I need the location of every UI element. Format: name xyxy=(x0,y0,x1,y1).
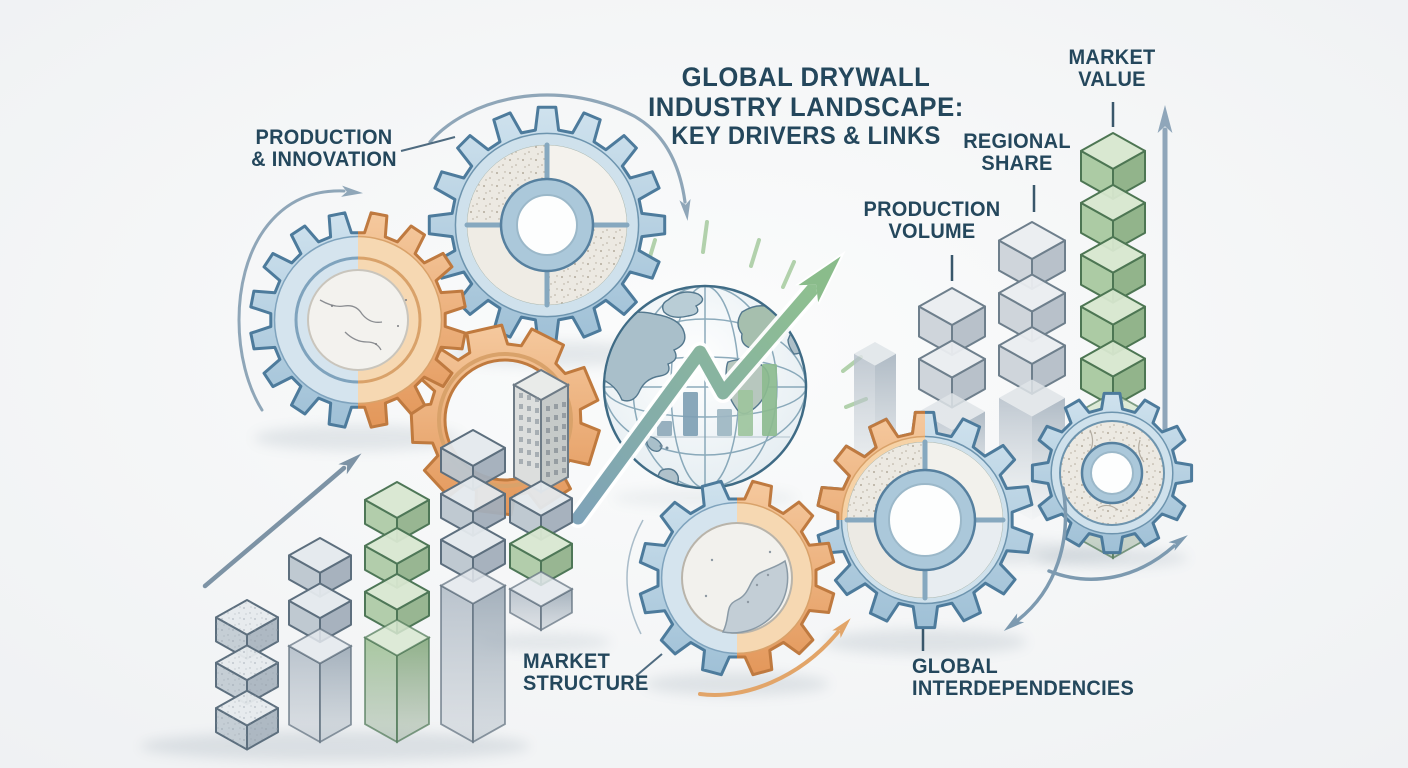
arrowhead xyxy=(341,185,363,197)
label-market-value: MARKET VALUE xyxy=(1068,47,1155,91)
arrowhead xyxy=(1168,535,1188,551)
label-regional-share: REGIONAL SHARE xyxy=(963,131,1071,175)
label-line: REGIONAL xyxy=(963,130,1071,153)
cube-stack-column-1 xyxy=(215,599,279,751)
arrowhead xyxy=(798,256,841,303)
cube xyxy=(918,339,986,409)
cube-base xyxy=(508,570,574,632)
cube xyxy=(1080,235,1146,304)
cube xyxy=(215,689,279,751)
arrowhead xyxy=(832,618,851,638)
map-disc-gear-icon xyxy=(638,479,836,677)
quarter-orange-gear-icon xyxy=(816,410,1034,630)
cube xyxy=(509,525,573,587)
label-line: VALUE xyxy=(1078,67,1146,91)
cube xyxy=(215,599,279,660)
label-line: MARKET xyxy=(523,650,611,673)
cube-stack-column-2 xyxy=(287,537,353,744)
arrowhead xyxy=(338,453,362,475)
cube-stack-column-4 xyxy=(439,429,507,744)
page-title: GLOBAL DRYWALL INDUSTRY LANDSCAPE: KEY D… xyxy=(648,62,964,150)
label-production-volume: PRODUCTION VOLUME xyxy=(864,199,1001,243)
arrowhead xyxy=(1003,613,1025,631)
cube-columns-left xyxy=(215,368,574,751)
label-line: GLOBAL xyxy=(912,655,998,678)
cube xyxy=(215,644,279,706)
label-line: SHARE xyxy=(981,151,1053,175)
cube-stack-column-3 xyxy=(363,481,431,744)
growth-arrow-icon xyxy=(202,453,362,589)
label-line: VOLUME xyxy=(888,219,976,243)
cube xyxy=(364,572,430,635)
cube xyxy=(1080,287,1146,356)
arrowhead xyxy=(679,199,691,221)
mini-bar-chart-icon xyxy=(650,364,790,450)
cube xyxy=(1080,132,1146,200)
cube xyxy=(440,520,506,583)
building-icon xyxy=(511,368,571,494)
title-line-3: KEY DRIVERS & LINKS xyxy=(671,122,941,151)
cube xyxy=(918,287,986,356)
label-market-structure: MARKET STRUCTURE xyxy=(523,651,649,695)
cube-stack-column-5 xyxy=(508,368,574,632)
half-blue-orange-gear-icon xyxy=(249,211,467,429)
arrowhead xyxy=(1157,105,1173,133)
growth-zigzag-arrow-icon xyxy=(568,250,846,528)
cube xyxy=(998,273,1066,343)
textured-small-gear-icon xyxy=(1030,391,1194,555)
cube-base xyxy=(439,566,507,744)
cube-base xyxy=(287,627,353,744)
up-arrow-icon xyxy=(1157,105,1173,455)
label-production-innovation: PRODUCTION & INNOVATION xyxy=(251,127,397,171)
label-line: & INNOVATION xyxy=(251,147,397,171)
label-line: INTERDEPENDENCIES xyxy=(912,676,1135,700)
label-line: PRODUCTION xyxy=(255,126,393,149)
title-line-1: GLOBAL DRYWALL xyxy=(681,62,931,92)
cube xyxy=(1080,183,1146,252)
drywall-gear-icon xyxy=(427,105,667,345)
label-global-interdependencies: GLOBAL INTERDEPENDENCIES xyxy=(912,656,1134,700)
cycle-arc-arrow-icon xyxy=(237,93,691,412)
title-line-2: INDUSTRY LANDSCAPE: xyxy=(648,92,964,123)
label-line: STRUCTURE xyxy=(523,671,649,695)
cube-base xyxy=(363,618,431,744)
label-line: MARKET xyxy=(1068,46,1156,69)
cube xyxy=(509,480,573,541)
cube xyxy=(998,325,1066,395)
label-line: PRODUCTION xyxy=(863,198,1001,221)
label-connectors xyxy=(400,102,1115,677)
cycle-arc-arrow-icon-2 xyxy=(626,486,1188,697)
